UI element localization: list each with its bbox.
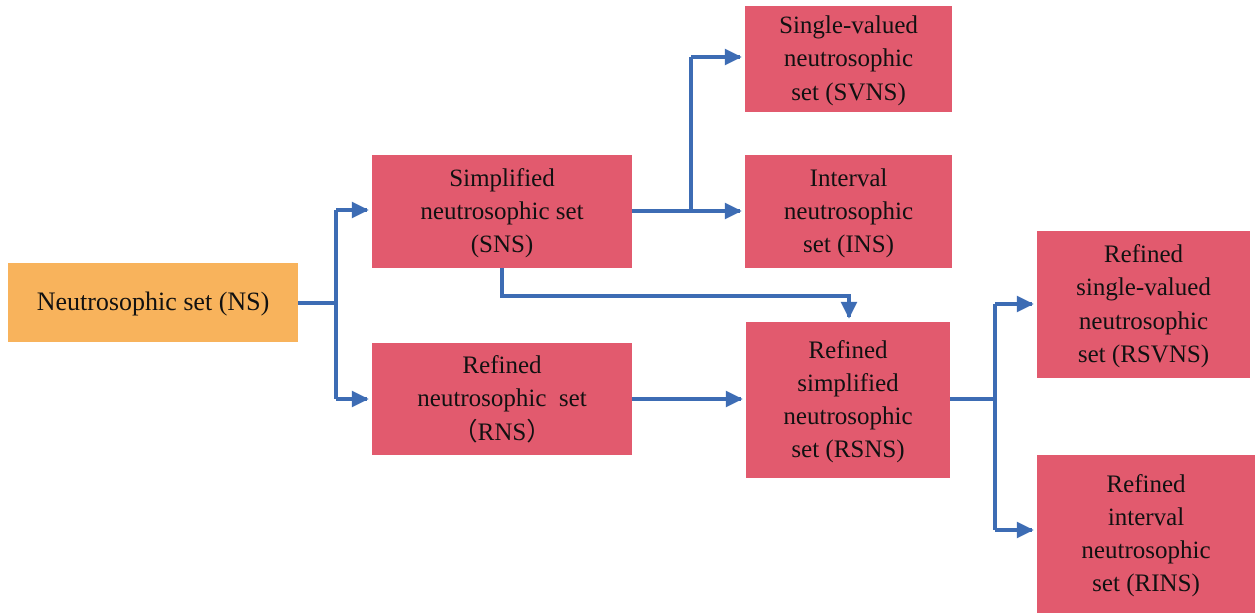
node-rins-label: neutrosophic	[1081, 537, 1211, 564]
node-ns: Neutrosophic set (NS)	[8, 263, 298, 342]
node-svns-label: Single-valued	[779, 12, 918, 40]
node-ins-label: neutrosophic	[783, 197, 914, 225]
node-svns-label: neutrosophic	[783, 45, 914, 73]
node-rns: Refined neutrosophic set （RNS）	[372, 343, 632, 455]
node-rsvns-label: neutrosophic	[1078, 307, 1209, 335]
node-rsvns-label: set (RSVNS)	[1077, 340, 1210, 368]
node-ins-label: set (INS)	[803, 231, 894, 259]
node-rins-label: set (RINS)	[1092, 570, 1200, 598]
edge-sns-to-rsns	[500, 268, 858, 319]
node-rns-label: （RNS）	[452, 418, 552, 446]
node-svns: Single-valued neutrosophic set (SVNS)	[745, 6, 952, 112]
node-rsvns-label: single-valued	[1076, 274, 1211, 302]
node-rsns-label: neutrosophic	[783, 403, 913, 430]
node-sns-label: Simplified	[449, 164, 555, 192]
node-sns-label: (SNS)	[470, 231, 534, 259]
node-rsns-label: set (RSNS)	[791, 436, 905, 464]
node-svns-label: set (SVNS)	[791, 78, 906, 106]
node-ns-label: Neutrosophic set (NS)	[36, 287, 270, 317]
node-rins-label: Refined	[1106, 470, 1186, 498]
node-rsns-label: simplified	[797, 369, 899, 397]
node-rins-label: interval	[1107, 503, 1185, 531]
node-sns-label: neutrosophic set	[420, 197, 584, 225]
node-rins: Refined interval neutrosophic set (RINS)	[1037, 455, 1255, 613]
node-rsvns-label: Refined	[1103, 241, 1184, 268]
node-sns: Simplified neutrosophic set (SNS)	[372, 155, 632, 268]
node-rsns: Refined simplified neutrosophic set (RSN…	[746, 322, 950, 478]
node-rns-label: neutrosophic set	[417, 385, 587, 413]
node-rsvns: Refined single-valued neutrosophic set (…	[1037, 231, 1250, 378]
node-rns-label: Refined	[462, 352, 542, 380]
node-ins-label: Interval	[809, 164, 888, 192]
node-rsns-label: Refined	[808, 336, 888, 364]
node-ins: Interval neutrosophic set (INS)	[745, 155, 952, 268]
